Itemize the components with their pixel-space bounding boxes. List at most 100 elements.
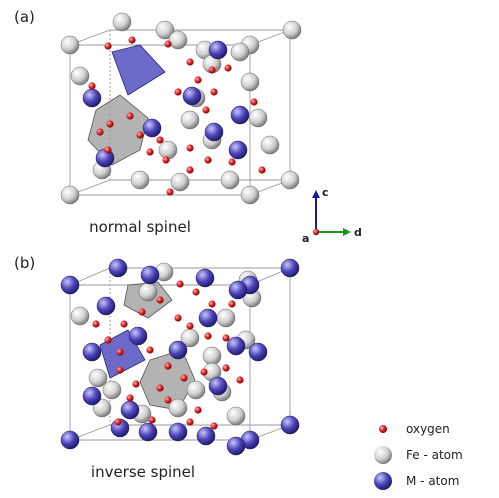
oxygen-atom: [156, 136, 164, 144]
oxygen-atom: [148, 416, 156, 424]
fe-atom: [130, 170, 150, 190]
oxygen-atom: [222, 364, 230, 372]
axis-c-label: c: [322, 186, 329, 199]
fe-atom: [170, 172, 190, 192]
oxygen-atom: [200, 368, 208, 376]
m-atom: [140, 265, 160, 285]
oxygen-atom: [192, 288, 200, 296]
legend-item-fe: Fe - atom: [374, 446, 463, 464]
axes-indicator: c d a: [302, 186, 362, 245]
fe-atom: [240, 72, 260, 92]
oxygen-atom: [222, 334, 230, 342]
axis-d-arrowhead: [343, 228, 351, 236]
oxygen-atom: [208, 66, 216, 74]
oxygen-atom: [92, 320, 100, 328]
m-atom: [60, 430, 80, 450]
fe-atom: [230, 42, 250, 62]
oxygen-atom: [176, 280, 184, 288]
oxygen-atom: [224, 64, 232, 72]
oxygen-atom: [136, 131, 144, 139]
oxygen-atom: [156, 296, 164, 304]
oxygen-atom: [174, 88, 182, 96]
oxygen-atom: [210, 422, 218, 430]
fe-atom: [102, 380, 122, 400]
fe-atom: [216, 308, 236, 328]
fe-atom: [158, 140, 178, 160]
oxygen-atom: [146, 346, 154, 354]
oxygen-atom: [138, 308, 146, 316]
fe-atom: [138, 282, 158, 302]
m-atom: [128, 326, 148, 346]
axis-origin-dot: [312, 228, 320, 236]
oxygen-atom: [210, 88, 218, 96]
octahedron-a: [87, 94, 149, 166]
fe-atom: [180, 110, 200, 130]
fe-atom: [112, 12, 132, 32]
oxygen-atom: [128, 36, 136, 44]
fe-atom: [282, 20, 302, 40]
oxygen-atom: [120, 320, 128, 328]
legend-fe-swatch: [374, 446, 392, 464]
axis-d-label: d: [354, 226, 362, 239]
fe-atom: [155, 20, 175, 40]
m-atom: [138, 422, 158, 442]
oxygen-atom: [104, 336, 112, 344]
oxygen-atom: [194, 76, 202, 84]
m-atom: [198, 308, 218, 328]
oxygen-atom: [104, 146, 112, 154]
m-atom: [208, 376, 228, 396]
m-atom: [142, 118, 162, 138]
oxygen-atom: [164, 362, 172, 370]
oxygen-atom: [186, 418, 194, 426]
fe-atom: [220, 170, 240, 190]
atoms-a: [60, 12, 302, 205]
fe-atom: [92, 398, 112, 418]
oxygen-atom: [164, 40, 172, 48]
oxygen-atom: [88, 82, 96, 90]
oxygen-atom: [162, 156, 170, 164]
m-atom: [226, 336, 246, 356]
oxygen-atom: [208, 300, 216, 308]
m-atom: [60, 275, 80, 295]
m-atom: [96, 296, 116, 316]
legend-m-swatch: [374, 472, 392, 490]
oxygen-atom: [204, 332, 212, 340]
legend-oxygen-label: oxygen: [406, 422, 450, 436]
fe-atom: [226, 406, 246, 426]
axis-c-arrowhead: [312, 190, 320, 198]
legend-item-oxygen: oxygen: [379, 422, 450, 436]
fe-atom: [60, 185, 80, 205]
m-atom: [196, 426, 216, 446]
oxygen-atom: [166, 188, 174, 196]
oxygen-atom: [202, 106, 210, 114]
fe-atom: [70, 306, 90, 326]
m-atom: [82, 88, 102, 108]
m-atom: [82, 342, 102, 362]
oxygen-atom: [126, 394, 134, 402]
oxygen-atom: [104, 42, 112, 50]
legend-item-m: M - atom: [374, 472, 459, 490]
oxygen-atom: [186, 144, 194, 152]
fe-atom: [248, 108, 268, 128]
atoms-b: [60, 258, 300, 456]
fe-atom: [202, 346, 222, 366]
m-atom: [182, 86, 202, 106]
m-atom: [226, 436, 246, 456]
m-atom: [228, 140, 248, 160]
m-atom: [168, 340, 188, 360]
fe-atom: [168, 30, 188, 50]
oxygen-atom: [228, 158, 236, 166]
legend-oxygen-swatch: [379, 425, 387, 433]
panel-a-caption: normal spinel: [89, 218, 191, 236]
m-atom: [230, 105, 250, 125]
oxygen-atom: [186, 322, 194, 330]
m-atom: [280, 258, 300, 278]
m-atom: [82, 386, 102, 406]
panel-b: (b) inverse spinel: [14, 254, 300, 481]
oxygen-atom: [258, 166, 266, 174]
m-atom: [248, 342, 268, 362]
oxygen-atom: [204, 156, 212, 164]
oxygen-atom: [106, 120, 114, 128]
oxygen-atom: [228, 300, 236, 308]
